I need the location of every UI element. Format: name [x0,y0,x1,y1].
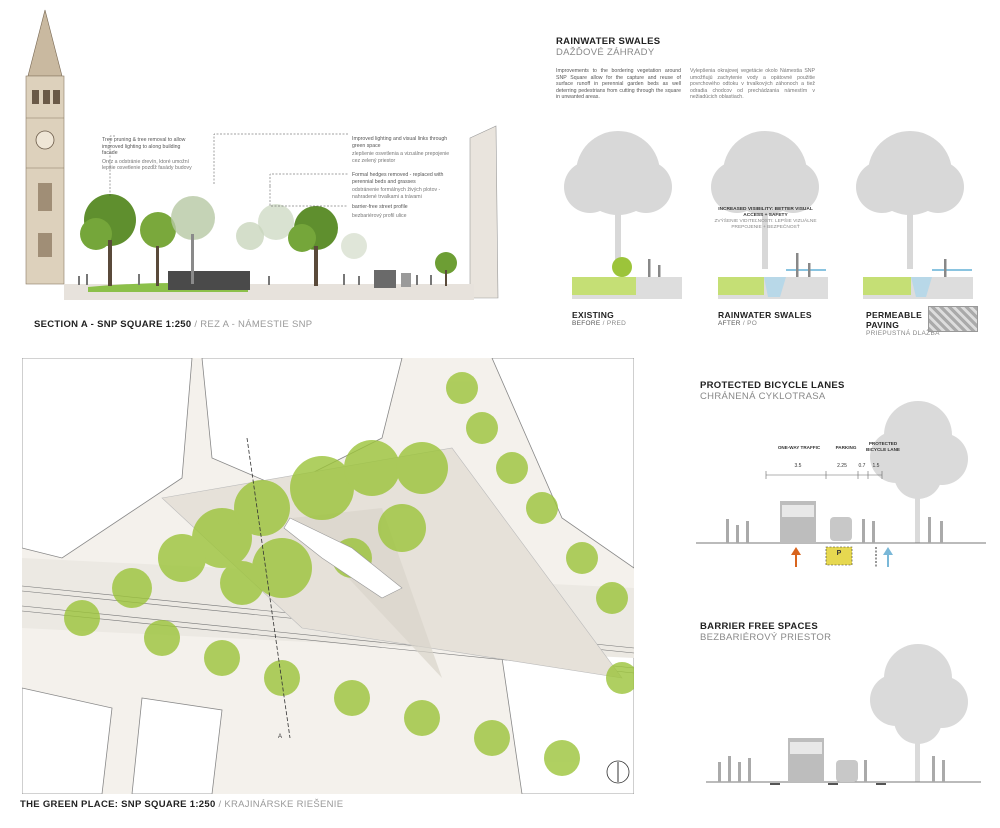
barrier-block: BARRIER FREE SPACES BEZBARIÉROVÝ PRIESTO… [700,621,831,643]
barrier-subtitle: BEZBARIÉROVÝ PRIESTOR [700,632,832,643]
annotation-hedges: Formal hedges removed - replaced with pe… [352,172,452,200]
bike-title: PROTECTED BICYCLE LANES [700,380,845,391]
panel-existing-label: EXISTING [572,310,615,320]
section-illustration [25,9,499,300]
bike-illustration [696,401,986,567]
barrier-illustration [706,644,981,785]
panel-swales-sub-bold: AFTER [718,320,741,327]
annotation-text-sk: zlepšenie osvetlenia a vizuálne prepojen… [352,151,450,164]
bike-diagram: ONE-WAY TRAFFIC PARKING PROTECTED BICYCL… [696,395,986,580]
bike-subtitle: CHRÁNENÁ CYKLOTRASA [700,391,826,402]
swales-subtitle: DAŽĎOVÉ ZÁHRADY [556,47,655,58]
annotation-text-en: Tree pruning & tree removal to allow imp… [102,137,186,157]
section-marker-a: A [278,734,283,740]
panel-permeable: PERMEABLE PAVING PRIEPUSTNÁ DLAŽBA [866,310,940,337]
swales-block: RAINWATER SWALES DAŽĎOVÉ ZÁHRADY Improve… [556,36,986,100]
paving-swatch [928,306,978,332]
section-caption-light: / REZ A - NÁMESTIE SNP [191,319,313,330]
annotation-text-sk: Orez a odstránie drevín, ktoré umožní le… [102,158,192,172]
section-trees [80,194,457,286]
visibility-note-sk: ZVÝŠENIE VIDITEĽNOSTI: LEPŠIE VIZUÁLNE P… [714,219,817,230]
barrier-diagram [696,620,986,795]
visibility-note-en: INCREASED VISIBILITY: BETTER VISUAL ACCE… [718,207,813,218]
section-caption: SECTION A - SNP SQUARE 1:250 / REZ A - N… [34,319,312,330]
annotation-lighting: Improved lighting and visual links throu… [352,136,452,164]
plan-caption-bold: THE GREEN PLACE: SNP SQUARE 1:250 [20,799,216,810]
panel-existing-sub-bold: BEFORE [572,320,601,327]
annotation-barrier-free: barrier-free street profile bezbariérový… [352,204,452,219]
panel-permeable-label-line2: PAVING [866,320,900,330]
panel-permeable-sub: PRIEPUSTNÁ DLAŽBA [866,330,940,337]
site-plan-illustration [21,357,638,795]
swales-text-en: Improvements to the bordering vegetation… [556,68,681,101]
bike-lane-label-oneway: ONE-WAY TRAFFIC [777,445,821,450]
bike-lane-width-parking: 2.25 [837,463,847,469]
section-caption-bold: SECTION A - SNP SQUARE 1:250 [34,319,192,330]
swales-title: RAINWATER SWALES [556,36,661,47]
panel-swales: RAINWATER SWALES AFTER / PO [718,310,812,327]
bike-lane-width-bicycle: 1.5 [872,463,880,469]
church-tower-illustration [25,9,65,285]
section-drawing: Tree pruning & tree removal to allow imp… [18,8,503,308]
barrier-title: BARRIER FREE SPACES [700,621,818,632]
swales-diagrams: INCREASED VISIBILITY: BETTER VISUAL ACCE… [540,125,990,315]
annotation-text-sk: bezbariérový profil ulice [352,212,407,219]
annotation-tree-pruning: Tree pruning & tree removal to allow imp… [102,137,192,172]
site-plan: A [21,357,638,795]
panel-existing-sub-light: / PRED [600,320,627,327]
plan-caption-light: / KRAJINÁRSKE RIEŠENIE [215,799,344,810]
swales-illustration [564,131,978,315]
panel-swales-sub-light: / PO [740,320,758,327]
swales-text-sk: Vylepšenia okrajovej vegetácie okolo Nám… [690,68,815,101]
bike-block: PROTECTED BICYCLE LANES CHRÁNENÁ CYKLOTR… [700,380,845,402]
annotation-text-en: Formal hedges removed - replaced with pe… [352,172,444,185]
annotation-text-en: barrier-free street profile [352,204,408,210]
panel-permeable-label-line1: PERMEABLE [866,310,923,320]
bike-lane-label-parking: PARKING [835,445,857,450]
panel-swales-label: RAINWATER SWALES [718,310,812,320]
annotation-text-en: Improved lighting and visual links throu… [352,136,448,149]
bike-lane-label-bicycle: PROTECTED BICYCLE LANE [866,441,900,452]
visibility-note: INCREASED VISIBILITY: BETTER VISUAL ACCE… [708,207,823,231]
plan-caption: THE GREEN PLACE: SNP SQUARE 1:250 / KRAJ… [20,799,343,810]
bike-lane-width-oneway: 3.5 [794,463,802,469]
panel-existing: EXISTING BEFORE / PRED [572,310,626,327]
annotation-text-sk: odstránenie formálnych živých plotov - n… [352,187,441,200]
parking-marker: P [836,550,842,557]
bike-lane-width-buffer: 0.7 [858,463,866,469]
